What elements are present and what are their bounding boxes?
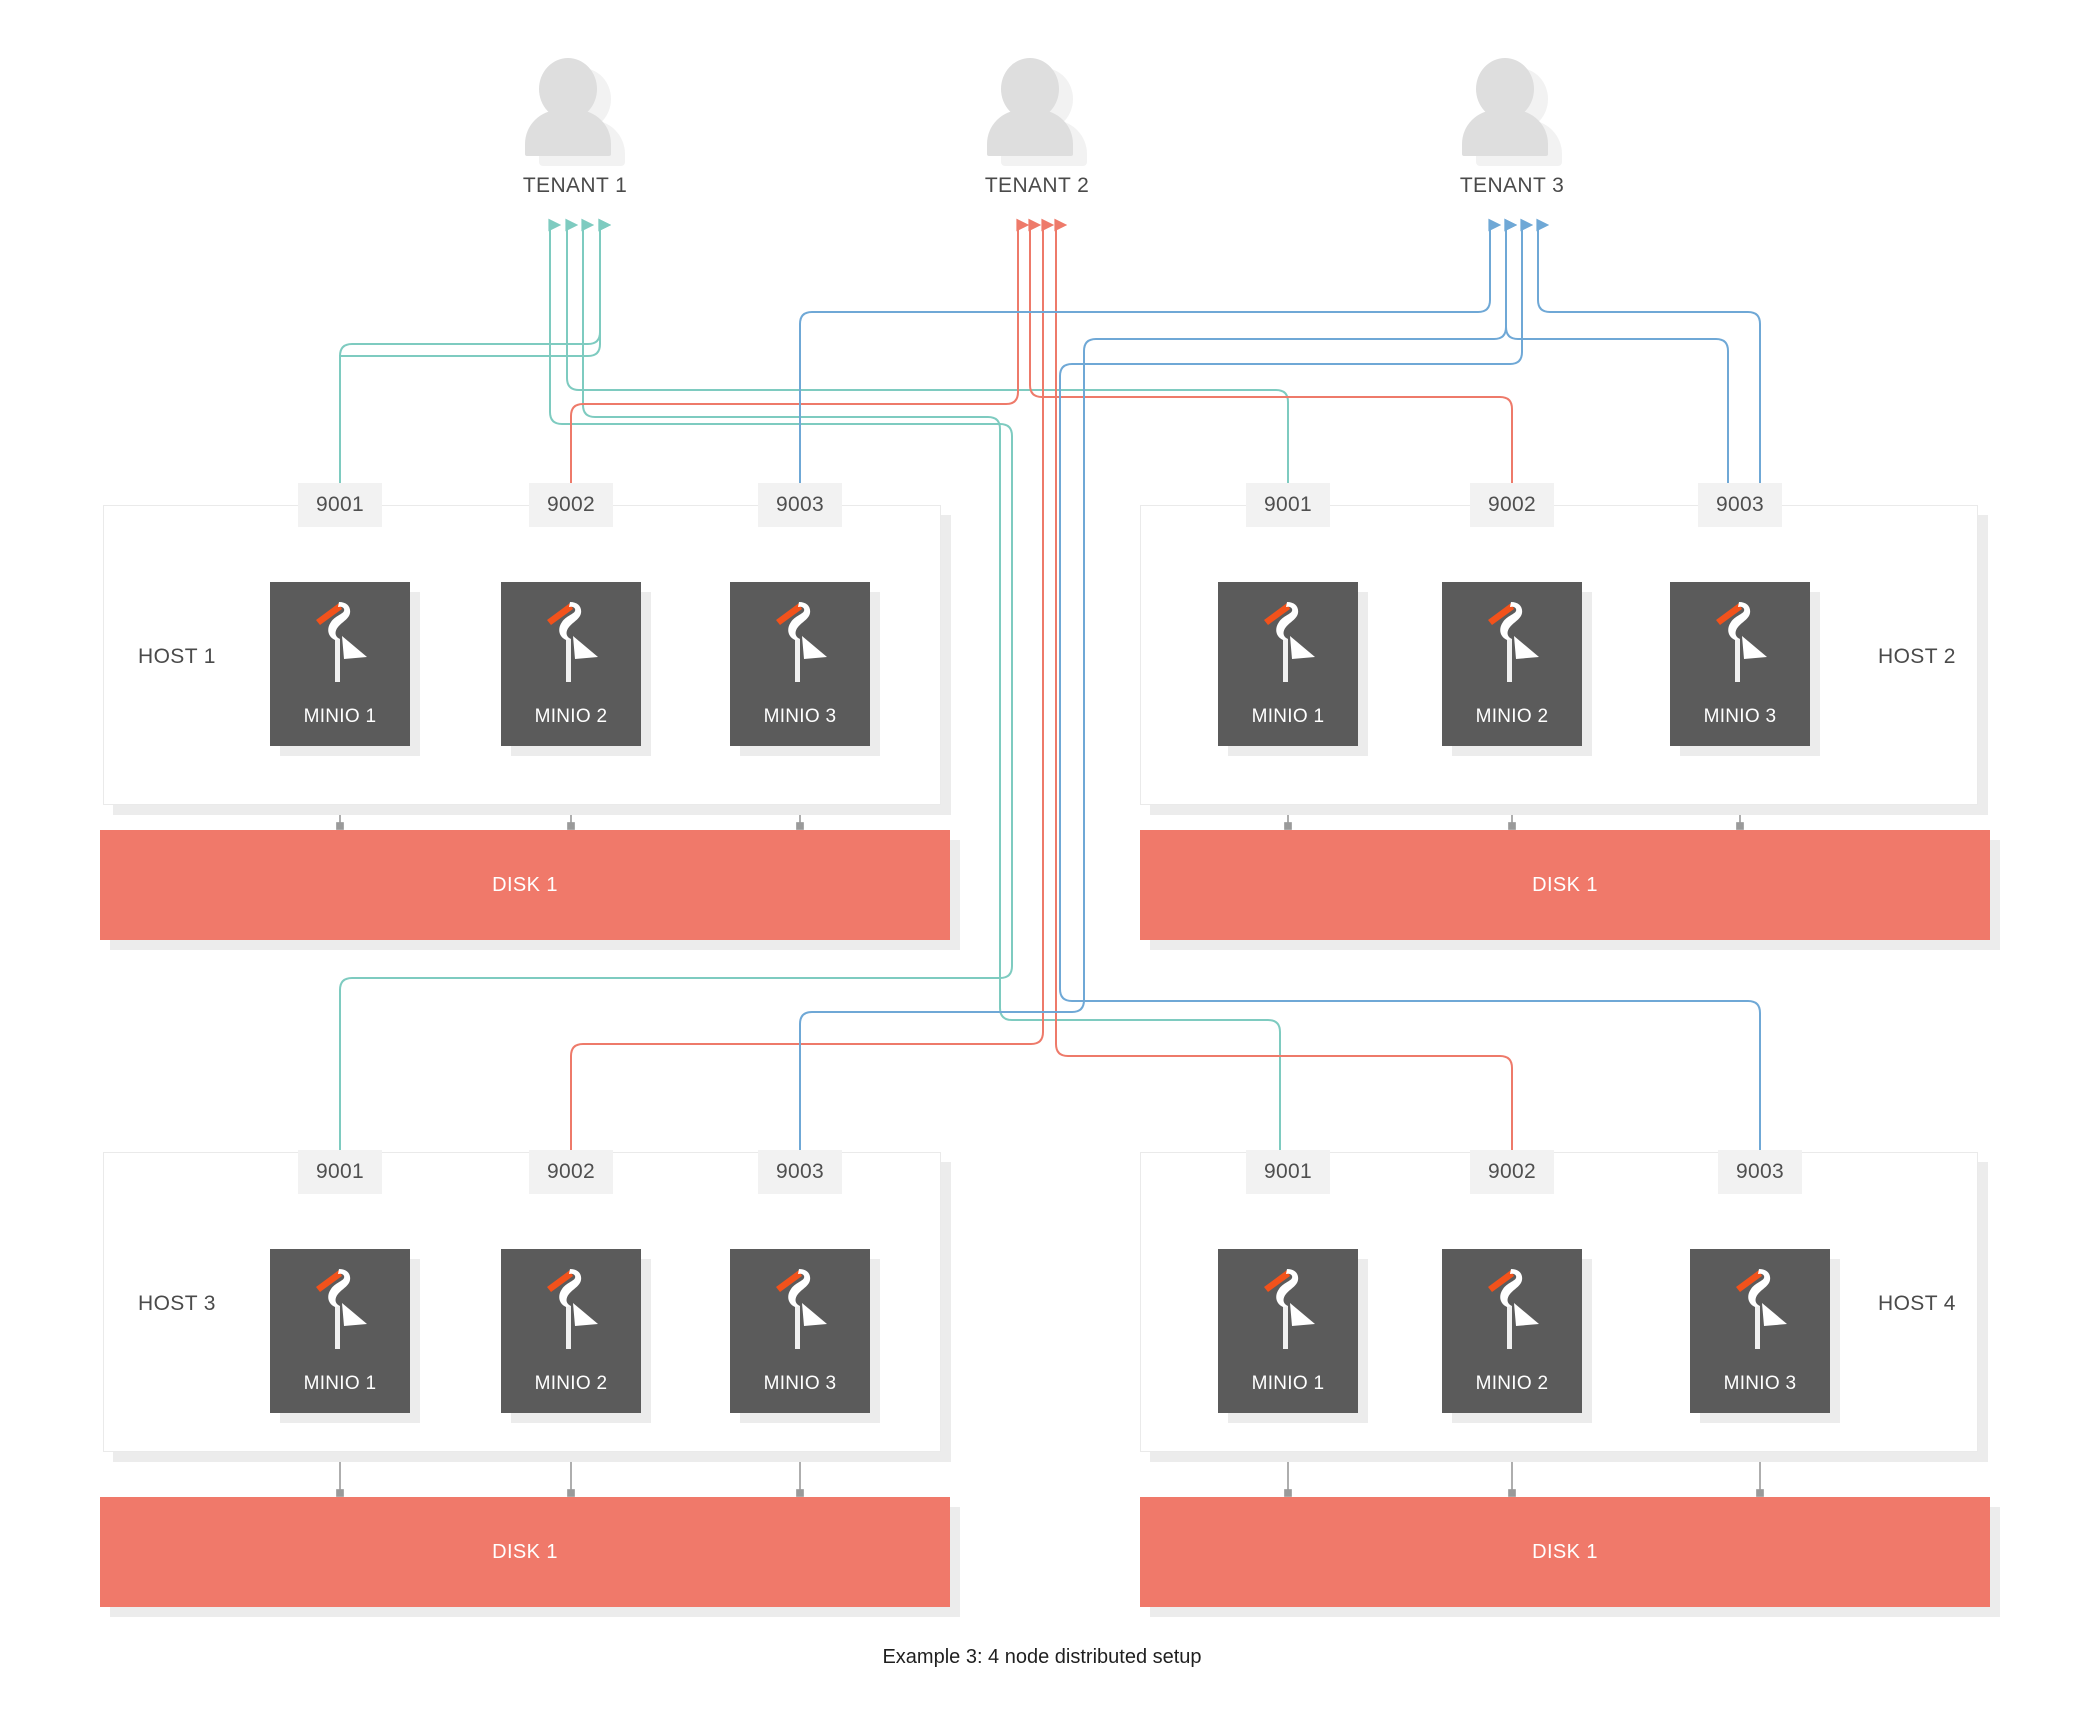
tenant-3[interactable]: TENANT 3 bbox=[1432, 58, 1592, 198]
minio-node-label: MINIO 2 bbox=[1475, 1373, 1549, 1394]
minio-logo-icon bbox=[1488, 1269, 1539, 1349]
tenant-label: TENANT 3 bbox=[1459, 174, 1565, 197]
port-chip-9002-host1[interactable]: 9002 bbox=[529, 483, 613, 527]
port-chip-9001-host2[interactable]: 9001 bbox=[1246, 483, 1330, 527]
minio-logo-icon bbox=[316, 1269, 367, 1349]
port-chip-9003-host3[interactable]: 9003 bbox=[758, 1150, 842, 1194]
host-label: HOST 4 bbox=[1878, 1292, 1956, 1315]
minio-node-host2-1[interactable]: MINIO 1 bbox=[1218, 582, 1368, 756]
host-label: HOST 3 bbox=[138, 1292, 216, 1315]
disk-bar-host4: DISK 1 bbox=[1140, 1497, 2000, 1617]
host-label: HOST 1 bbox=[138, 645, 216, 668]
tenant-2[interactable]: TENANT 2 bbox=[957, 58, 1117, 198]
disk-bar-host2: DISK 1 bbox=[1140, 830, 2000, 950]
minio-node-host3-3[interactable]: MINIO 3 bbox=[730, 1249, 880, 1423]
tenant-label: TENANT 2 bbox=[984, 174, 1090, 197]
tenant-avatar bbox=[987, 58, 1087, 166]
minio-node-label: MINIO 1 bbox=[303, 706, 377, 727]
minio-node-label: MINIO 2 bbox=[534, 1373, 608, 1394]
port-chip-9002-host4[interactable]: 9002 bbox=[1470, 1150, 1554, 1194]
minio-node-host3-1[interactable]: MINIO 1 bbox=[270, 1249, 420, 1423]
port-chip-9002-host3[interactable]: 9002 bbox=[529, 1150, 613, 1194]
minio-logo-icon bbox=[1264, 1269, 1315, 1349]
diagram-caption: Example 3: 4 node distributed setup bbox=[882, 1646, 1202, 1668]
minio-node-host4-1[interactable]: MINIO 1 bbox=[1218, 1249, 1368, 1423]
host-label: HOST 2 bbox=[1878, 645, 1956, 668]
tenant-label: TENANT 1 bbox=[522, 174, 628, 197]
tenant-1[interactable]: TENANT 1 bbox=[495, 58, 655, 198]
minio-node-host3-2[interactable]: MINIO 2 bbox=[501, 1249, 651, 1423]
port-chip-9001-host1[interactable]: 9001 bbox=[298, 483, 382, 527]
disk-bar-host3: DISK 1 bbox=[100, 1497, 960, 1617]
minio-logo-icon bbox=[547, 1269, 598, 1349]
minio-node-label: MINIO 3 bbox=[1723, 1373, 1797, 1394]
disk-bar-host1: DISK 1 bbox=[100, 830, 960, 950]
minio-logo-icon bbox=[1736, 1269, 1787, 1349]
minio-node-host1-3[interactable]: MINIO 3 bbox=[730, 582, 880, 756]
disk-label: DISK 1 bbox=[1532, 873, 1598, 896]
port-chip-9003-host2[interactable]: 9003 bbox=[1698, 483, 1782, 527]
minio-node-host1-1[interactable]: MINIO 1 bbox=[270, 582, 420, 756]
port-chip-9003-host4[interactable]: 9003 bbox=[1718, 1150, 1802, 1194]
minio-node-label: MINIO 1 bbox=[1251, 1373, 1325, 1394]
minio-logo-icon bbox=[547, 602, 598, 682]
minio-node-label: MINIO 3 bbox=[1703, 706, 1777, 727]
minio-node-label: MINIO 3 bbox=[763, 1373, 837, 1394]
minio-node-host4-2[interactable]: MINIO 2 bbox=[1442, 1249, 1592, 1423]
port-chip-9001-host4[interactable]: 9001 bbox=[1246, 1150, 1330, 1194]
minio-node-host2-3[interactable]: MINIO 3 bbox=[1670, 582, 1820, 756]
minio-node-label: MINIO 1 bbox=[303, 1373, 377, 1394]
disk-label: DISK 1 bbox=[1532, 1540, 1598, 1563]
minio-node-host4-3[interactable]: MINIO 3 bbox=[1690, 1249, 1840, 1423]
minio-node-host2-2[interactable]: MINIO 2 bbox=[1442, 582, 1592, 756]
minio-node-host1-2[interactable]: MINIO 2 bbox=[501, 582, 651, 756]
minio-node-label: MINIO 2 bbox=[1475, 706, 1549, 727]
disk-label: DISK 1 bbox=[492, 873, 558, 896]
minio-node-label: MINIO 3 bbox=[763, 706, 837, 727]
minio-logo-icon bbox=[776, 602, 827, 682]
minio-node-label: MINIO 1 bbox=[1251, 706, 1325, 727]
minio-node-label: MINIO 2 bbox=[534, 706, 608, 727]
minio-logo-icon bbox=[1488, 602, 1539, 682]
minio-logo-icon bbox=[1264, 602, 1315, 682]
disk-label: DISK 1 bbox=[492, 1540, 558, 1563]
port-chip-9001-host3[interactable]: 9001 bbox=[298, 1150, 382, 1194]
minio-logo-icon bbox=[776, 1269, 827, 1349]
tenant-avatar bbox=[1462, 58, 1562, 166]
port-chip-9003-host1[interactable]: 9003 bbox=[758, 483, 842, 527]
minio-logo-icon bbox=[1716, 602, 1767, 682]
minio-logo-icon bbox=[316, 602, 367, 682]
tenant-avatar bbox=[525, 58, 625, 166]
port-chip-9002-host2[interactable]: 9002 bbox=[1470, 483, 1554, 527]
